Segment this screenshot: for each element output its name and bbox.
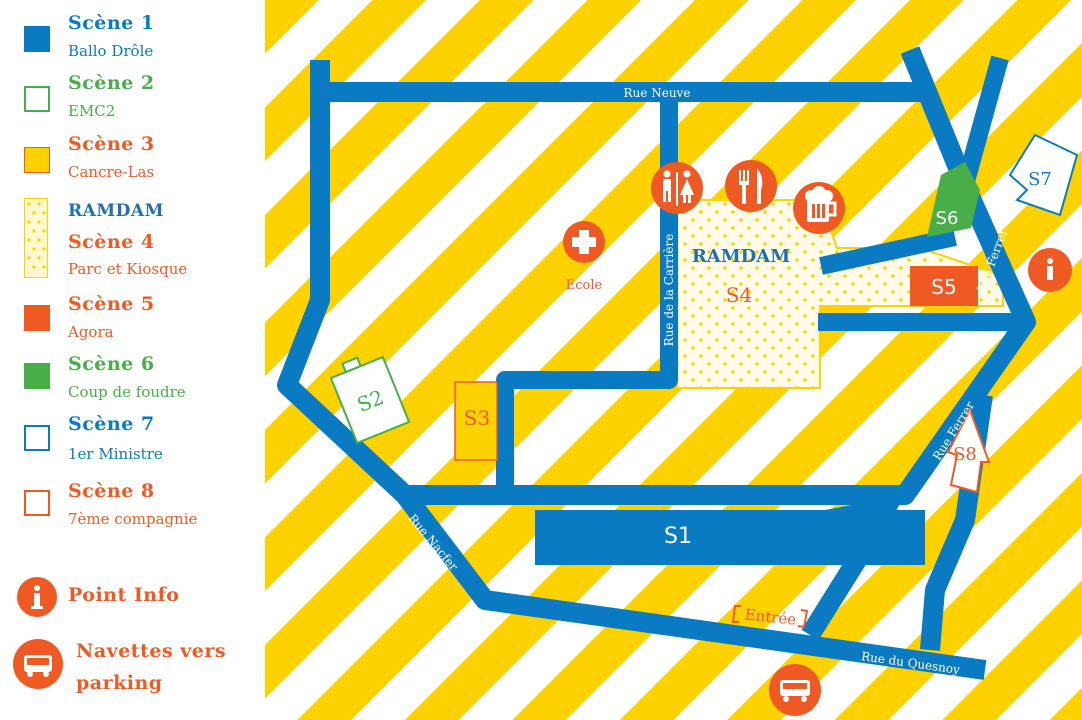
legend-title: Scène 1 [68, 12, 155, 34]
scene-4-dotted-swatch [24, 198, 48, 278]
navettes-line-1: Navettes vers [76, 640, 227, 662]
legend-item-scene-2: Scène 2 EMC2 [0, 72, 265, 132]
legend-subtitle: 1er Ministre [68, 445, 163, 463]
navettes-line-2: parking [76, 672, 163, 694]
entrance-marker: Entrée [731, 605, 809, 629]
toilets-icon[interactable] [651, 162, 703, 214]
stage-s6[interactable] [927, 162, 980, 237]
legend-item-scene-7: Scène 7 1er Ministre [0, 413, 265, 473]
festival-map: S1 S2 S3 RAMDAM S4 S5 S6 S7 S8 Rue Neuve… [265, 0, 1082, 720]
stage-s3[interactable] [454, 381, 498, 461]
stage-s5[interactable] [910, 266, 978, 306]
legend-subtitle: 7ème compagnie [68, 510, 198, 528]
legend-item-scene-4: RAMDAM Scène 4 Parc et Kiosque [0, 198, 265, 283]
point-info-label: Point Info [68, 584, 180, 606]
legend-navettes: Navettes vers parking [0, 632, 265, 702]
stage-s1-label: S1 [664, 524, 692, 549]
stage-s7[interactable] [1008, 133, 1079, 217]
legend-title: Scène 2 [68, 72, 155, 94]
stage-s5-label: S5 [931, 275, 956, 299]
stage-s8[interactable] [946, 407, 991, 494]
scene-3-swatch [24, 147, 50, 173]
ramdam-brand: RAMDAM [68, 201, 164, 221]
stage-s4-label: S4 [726, 283, 752, 307]
legend-point-info: Point Info [0, 576, 265, 617]
entrance-label: Entrée [744, 605, 797, 628]
stage-s1-extension [825, 495, 905, 565]
legend-item-scene-8: Scène 8 7ème compagnie [0, 480, 265, 540]
stage-s6-label: S6 [936, 208, 959, 229]
first-aid-icon[interactable] [563, 221, 605, 263]
stage-s3-label: S3 [464, 406, 490, 430]
beer-icon[interactable] [793, 182, 845, 234]
map-legend: Scène 1 Ballo Drôle Scène 2 EMC2 Scène 3… [0, 0, 265, 720]
scene-6-swatch [24, 363, 50, 389]
legend-item-scene-6: Scène 6 Coup de foudre [0, 353, 265, 413]
scene-1-swatch [24, 26, 50, 52]
bus-icon [13, 639, 63, 689]
legend-title: Scène 5 [68, 293, 155, 315]
street-rue-neuve: Rue Neuve [624, 86, 691, 100]
legend-subtitle: Coup de foudre [68, 383, 186, 401]
stage-s2[interactable]: S2 [328, 349, 411, 445]
restaurant-icon[interactable] [725, 160, 777, 212]
legend-item-scene-5: Scène 5 Agora [0, 293, 265, 353]
bus-icon[interactable] [769, 664, 821, 716]
legend-title: Scène 8 [68, 480, 155, 502]
info-icon [17, 577, 57, 617]
stage-s7-label: S7 [1028, 169, 1052, 190]
legend-item-scene-1: Scène 1 Ballo Drôle [0, 12, 265, 72]
legend-subtitle: Ballo Drôle [68, 42, 154, 60]
legend-subtitle: Parc et Kiosque [68, 260, 188, 278]
legend-title: Scène 6 [68, 353, 155, 375]
scene-5-swatch [24, 305, 50, 331]
legend-subtitle: Agora [68, 323, 114, 341]
legend-item-scene-3: Scène 3 Cancre-Las [0, 133, 265, 193]
legend-title: Scène 3 [68, 133, 155, 155]
legend-title: Scène 7 [68, 413, 155, 435]
ramdam-map-label: RAMDAM [692, 246, 790, 267]
scene-2-swatch [24, 86, 50, 112]
info-icon[interactable] [1028, 248, 1072, 292]
scene-8-swatch [24, 490, 50, 516]
legend-subtitle: Cancre-Las [68, 163, 155, 181]
stage-s8-label: S8 [953, 444, 977, 465]
legend-title: Scène 4 [68, 231, 155, 253]
scene-7-swatch [24, 425, 50, 451]
legend-subtitle: EMC2 [68, 102, 116, 120]
street-rue-carriere: Rue de la Carrière [662, 234, 676, 347]
ecole-label: Ecole [566, 278, 603, 293]
